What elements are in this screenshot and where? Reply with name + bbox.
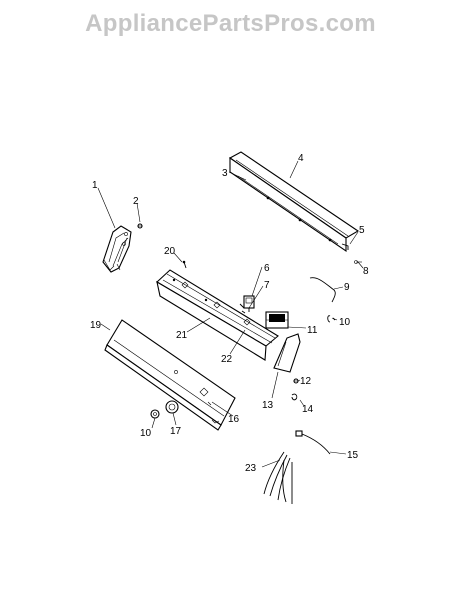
callout-21: 21 (176, 330, 188, 341)
callout-9: 9 (344, 282, 350, 293)
callout-13: 13 (262, 400, 274, 411)
callout-4: 4 (298, 153, 304, 164)
callout-15: 15 (347, 450, 359, 461)
callout-6: 6 (264, 263, 270, 274)
callout-labels: 4 3 1 2 5 20 8 6 7 9 10 11 19 21 22 12 1… (90, 153, 369, 474)
callout-12: 12 (300, 376, 312, 387)
callout-23: 23 (245, 463, 257, 474)
control-block-part (265, 311, 289, 329)
end-cap-part (273, 333, 301, 373)
front-panel-part (104, 319, 236, 431)
panel-end-detail-part (341, 243, 349, 250)
callout-3: 3 (222, 168, 228, 179)
switch-part (243, 295, 255, 312)
wire-9-part (309, 277, 336, 303)
control-panel-part (156, 269, 279, 361)
callout-8: 8 (363, 266, 369, 277)
clip-part (239, 303, 246, 314)
callout-10-left: 10 (140, 428, 152, 439)
watermark-logo: AppliancePartsPros.com (85, 10, 376, 37)
bushing-10-left-part (150, 409, 160, 419)
wire-harness-part (263, 451, 293, 504)
callout-14: 14 (302, 404, 314, 415)
callout-7: 7 (264, 280, 270, 291)
screw-12-part (293, 378, 299, 384)
screw-20-part (182, 260, 187, 269)
screw-8-part (354, 260, 362, 264)
screw-2-part (137, 223, 143, 229)
callout-16: 16 (228, 414, 240, 425)
rear-panel-part (228, 151, 360, 253)
callout-10-right: 10 (339, 317, 351, 328)
side-bracket-part (102, 225, 132, 273)
wire-15-part (295, 430, 331, 455)
knob-part (165, 400, 179, 414)
callout-1: 1 (92, 180, 98, 191)
callout-19: 19 (90, 320, 102, 331)
callout-17: 17 (170, 426, 182, 437)
clip-14-part (291, 393, 298, 401)
callout-2: 2 (133, 196, 139, 207)
callout-22: 22 (221, 354, 233, 365)
callout-20: 20 (164, 246, 176, 257)
leader-lines (97, 160, 364, 468)
callout-11: 11 (307, 325, 318, 336)
callout-5: 5 (359, 225, 365, 236)
